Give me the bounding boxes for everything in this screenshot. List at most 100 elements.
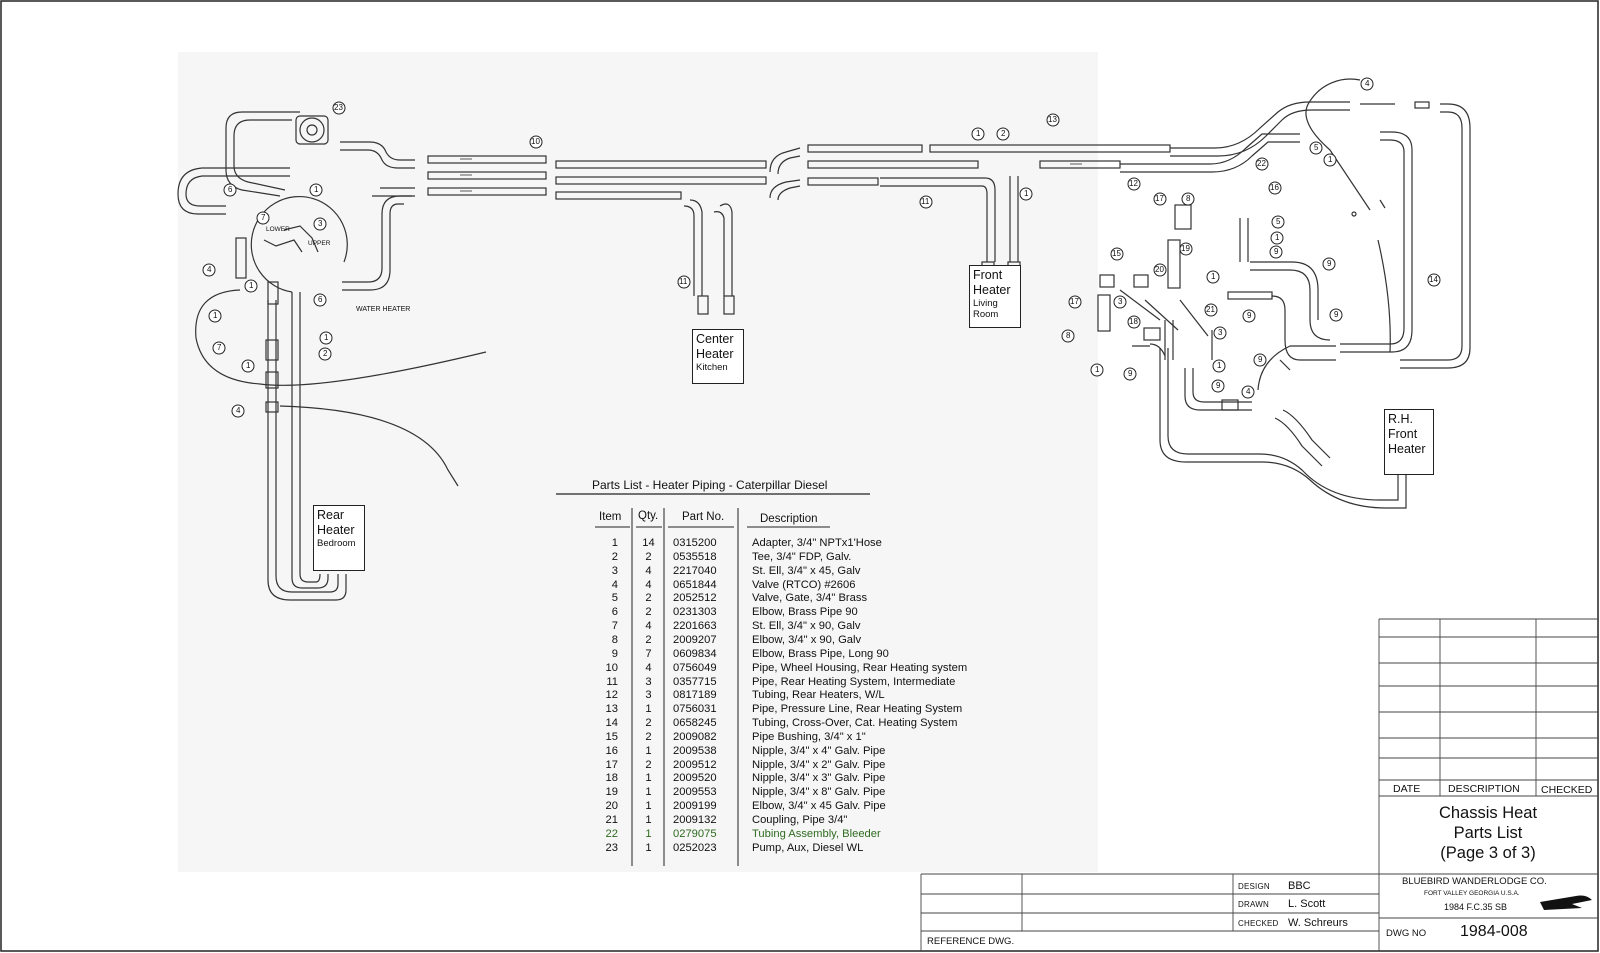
heater-name2: Heater (696, 347, 734, 361)
part-number: 2009207 (673, 633, 717, 646)
part-quantity: 4 (645, 578, 652, 591)
part-item-number: 3 (611, 564, 618, 577)
part-item-number: 18 (605, 772, 618, 785)
part-number: 0651844 (673, 578, 717, 591)
part-item-number: 13 (605, 703, 618, 716)
part-description: Valve, Gate, 3/4" Brass (752, 592, 868, 605)
part-number: 2009520 (673, 772, 717, 785)
callout-4: 4 (1246, 387, 1251, 396)
part-item-number: 10 (605, 661, 618, 674)
parts-row: 3 4 2217040 St. Ell, 3/4" x 45, Galv (0, 565, 1000, 579)
upper-vent-label: UPPER (308, 240, 331, 247)
part-item-number: 14 (605, 717, 618, 730)
callout-8: 8 (1066, 331, 1071, 340)
part-description: Nipple, 3/4" x 8" Galv. Pipe (752, 786, 886, 799)
callout-2: 2 (1001, 129, 1006, 138)
callout-9: 9 (1247, 311, 1252, 320)
callout-7: 7 (261, 213, 266, 222)
heater-name: Rear (317, 508, 345, 522)
part-description: Tubing, Rear Heaters, W/L (752, 689, 885, 702)
callout-15: 15 (1112, 249, 1121, 258)
rh-front-heater: R.H. Front Heater (1384, 409, 1434, 475)
heater-room: Living Room (973, 298, 999, 320)
bluebird-logo-icon (1540, 895, 1592, 910)
callout-4: 4 (1365, 79, 1370, 88)
part-description: St. Ell, 3/4" x 45, Galv (752, 564, 861, 577)
part-quantity: 1 (645, 744, 652, 757)
part-number: 0231303 (673, 606, 717, 619)
callout-1: 1 (249, 281, 254, 290)
part-description: Tubing, Cross-Over, Cat. Heating System (752, 717, 958, 730)
callout-23: 23 (334, 103, 343, 112)
heater-name2: Heater (973, 283, 1011, 297)
water-heater-label: WATER HEATER (356, 306, 411, 313)
part-number: 0357715 (673, 675, 717, 688)
callout-16: 16 (1270, 183, 1279, 192)
model-designation: 1984 F.C.35 SB (1444, 902, 1508, 912)
part-number: 2009132 (673, 814, 717, 826)
callout-5: 5 (1276, 217, 1281, 226)
heater-name: Front (973, 268, 1003, 282)
part-quantity: 4 (645, 620, 652, 633)
front-heater: Front Heater Living Room (969, 265, 1021, 328)
callout-3: 3 (318, 219, 323, 228)
part-number: 0609834 (673, 647, 717, 660)
heater-room: Heater (1388, 442, 1426, 456)
callout-18: 18 (1129, 317, 1138, 326)
part-number: 2009538 (673, 744, 717, 757)
callout-17: 17 (1070, 297, 1079, 306)
part-item-number: 5 (611, 592, 618, 605)
callout-22: 22 (1257, 159, 1266, 168)
part-quantity: 1 (645, 786, 652, 799)
lower-vent-label: LOWER (266, 226, 290, 233)
part-quantity: 1 (645, 772, 652, 785)
part-description: Tee, 3/4" FDP, Galv. (752, 550, 852, 563)
part-description: Pipe, Pressure Line, Rear Heating System (752, 703, 963, 716)
part-item-number: 21 (605, 814, 618, 826)
heater-name2: Front (1388, 427, 1418, 441)
part-description: Tubing Assembly, Bleeder (752, 827, 881, 840)
callout-1: 1 (1095, 365, 1100, 374)
part-number: 0658245 (673, 717, 717, 730)
part-quantity: 2 (645, 633, 652, 646)
part-item-number: 17 (605, 758, 618, 771)
part-number: 2009199 (673, 800, 717, 813)
part-number: 0252023 (673, 841, 717, 854)
callout-4: 4 (207, 265, 212, 274)
part-number: 0315200 (673, 537, 717, 549)
role-design-label: DESIGN (1238, 882, 1270, 891)
part-description: Adapter, 3/4" NPTx1'Hose (752, 537, 882, 549)
callout-13: 13 (1048, 115, 1057, 124)
heater-name: R.H. (1388, 412, 1413, 426)
part-number: 0756031 (673, 703, 717, 716)
part-number: 2009082 (673, 730, 717, 743)
heater-name: Center (696, 332, 734, 346)
title-line-2: Parts List (1453, 824, 1523, 842)
callout-10: 10 (531, 137, 540, 146)
col-item-header: Item (599, 511, 622, 523)
part-description: Elbow, Brass Pipe, Long 90 (752, 647, 889, 660)
dwg-no-value: 1984-008 (1460, 923, 1528, 940)
heater-name2: Heater (317, 523, 355, 537)
part-item-number: 4 (611, 578, 618, 591)
part-number: 2217040 (673, 564, 717, 577)
callout-1: 1 (976, 129, 981, 138)
part-quantity: 2 (645, 758, 652, 771)
part-quantity: 4 (645, 564, 652, 577)
part-item-number: 16 (605, 744, 618, 757)
part-item-number: 23 (605, 841, 618, 854)
